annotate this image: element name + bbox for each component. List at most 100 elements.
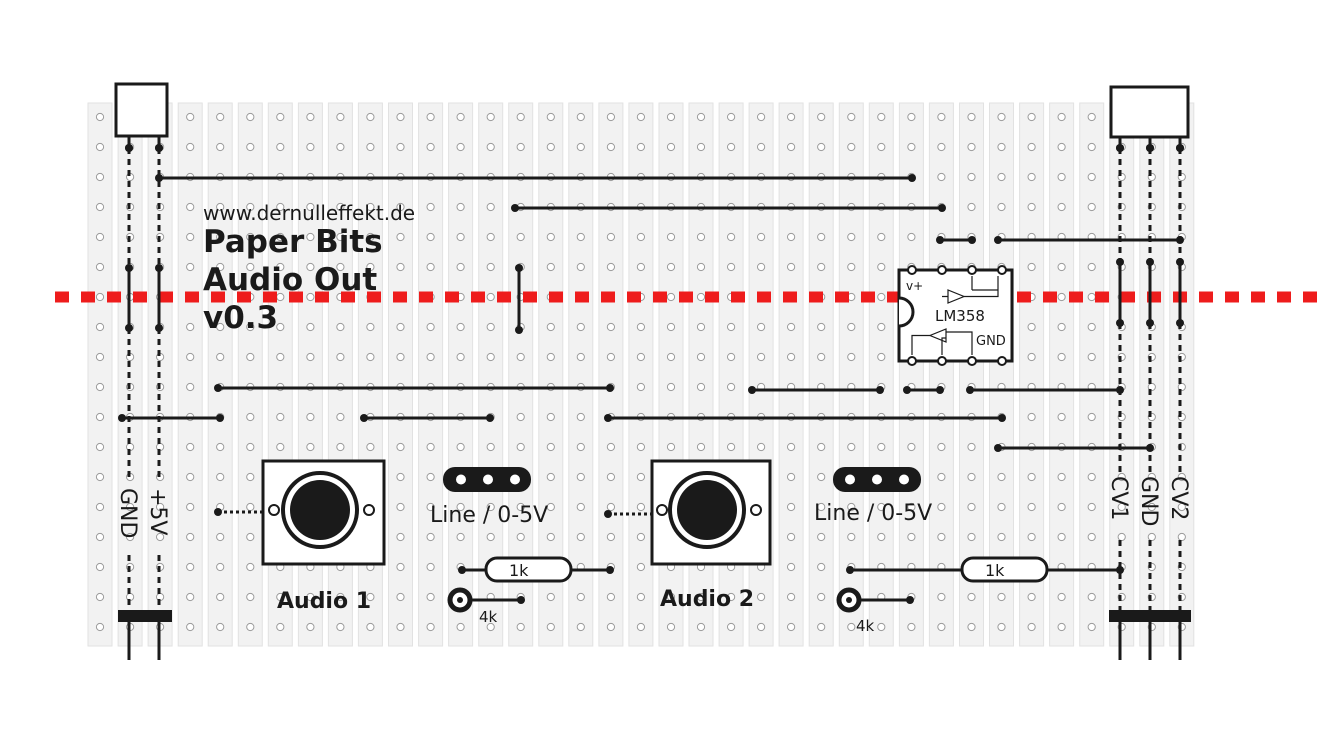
hole — [276, 232, 285, 242]
hole — [787, 142, 796, 152]
solder-point — [606, 384, 614, 392]
hole — [1117, 502, 1126, 512]
left-pin-header — [118, 610, 172, 622]
hole — [757, 262, 766, 272]
hole — [636, 502, 646, 512]
hole — [456, 322, 465, 332]
hole — [606, 472, 616, 482]
hole — [787, 262, 796, 272]
hole — [246, 232, 255, 242]
solder-point — [216, 414, 224, 422]
hole — [396, 532, 405, 542]
hole — [276, 622, 285, 632]
hole — [516, 142, 525, 152]
hole — [817, 322, 826, 332]
hole — [246, 472, 255, 482]
hole — [847, 352, 856, 362]
solder-point — [214, 384, 222, 392]
hole — [1027, 112, 1036, 122]
solder-point — [1146, 319, 1154, 327]
hole — [95, 442, 105, 452]
hole — [95, 172, 105, 182]
hole — [546, 142, 555, 152]
solder-point — [1116, 144, 1124, 152]
hole — [606, 532, 616, 542]
hole — [937, 592, 946, 602]
solder-point — [125, 144, 133, 152]
hole — [1087, 292, 1096, 302]
switch-1 — [443, 467, 531, 492]
hole — [276, 322, 285, 332]
hole — [606, 142, 616, 152]
resistor-2-label: 1k — [985, 561, 1005, 580]
hole — [336, 112, 345, 122]
hole — [336, 412, 345, 422]
hole — [1057, 262, 1066, 272]
hole — [576, 442, 585, 452]
copper-strip — [628, 102, 654, 647]
hole — [1087, 592, 1096, 602]
hole — [396, 322, 405, 332]
audio-jack-2-label: Audio 2 — [660, 587, 754, 612]
copper-strip — [478, 102, 504, 647]
hole — [847, 502, 856, 512]
hole — [306, 262, 315, 272]
solder-point — [936, 236, 944, 244]
hole — [847, 322, 856, 332]
hole — [666, 382, 676, 392]
hole — [696, 322, 706, 332]
hole — [847, 532, 856, 542]
hole — [1027, 202, 1036, 212]
hole — [847, 232, 856, 242]
hole — [636, 322, 646, 332]
solder-point — [360, 414, 368, 422]
hole — [666, 112, 676, 122]
hole — [636, 562, 646, 572]
hole — [787, 562, 796, 572]
hole — [1027, 472, 1036, 482]
lm358-chip: v+ LM358 GND — [897, 265, 1014, 366]
hole — [246, 262, 255, 272]
hole — [997, 532, 1006, 542]
hole — [546, 322, 555, 332]
solder-point — [486, 414, 494, 422]
hole — [817, 352, 826, 362]
hole — [787, 472, 796, 482]
copper-strip — [868, 102, 894, 647]
hole — [907, 442, 916, 452]
hole — [276, 262, 285, 272]
hole — [576, 112, 585, 122]
hole — [1027, 412, 1036, 422]
hole — [1087, 172, 1096, 182]
hole — [95, 412, 105, 422]
hole — [1027, 502, 1036, 512]
hole — [276, 592, 285, 602]
hole — [246, 442, 255, 452]
switch-2-label: Line / 0-5V — [814, 501, 932, 526]
potentiometer-2 — [836, 587, 914, 613]
solder-point — [155, 144, 163, 152]
copper-strip — [898, 102, 924, 647]
solder-point — [1146, 144, 1154, 152]
hole — [997, 592, 1006, 602]
hole — [216, 592, 225, 602]
hole — [95, 262, 105, 272]
hole — [757, 322, 766, 332]
hole — [1027, 172, 1036, 182]
right-connector-housing — [1109, 85, 1190, 139]
hole — [216, 442, 225, 452]
hole — [937, 532, 946, 542]
hole — [396, 142, 405, 152]
hole — [1087, 472, 1096, 482]
hole — [246, 562, 255, 572]
hole — [907, 502, 916, 512]
hole — [126, 502, 135, 512]
hole — [727, 142, 736, 152]
copper-strip — [1079, 102, 1105, 647]
hole — [456, 142, 465, 152]
hole — [606, 442, 616, 452]
hole — [95, 202, 105, 212]
hole — [306, 292, 315, 302]
hole — [636, 142, 646, 152]
right-label-cv1: CV1 — [1106, 476, 1131, 520]
